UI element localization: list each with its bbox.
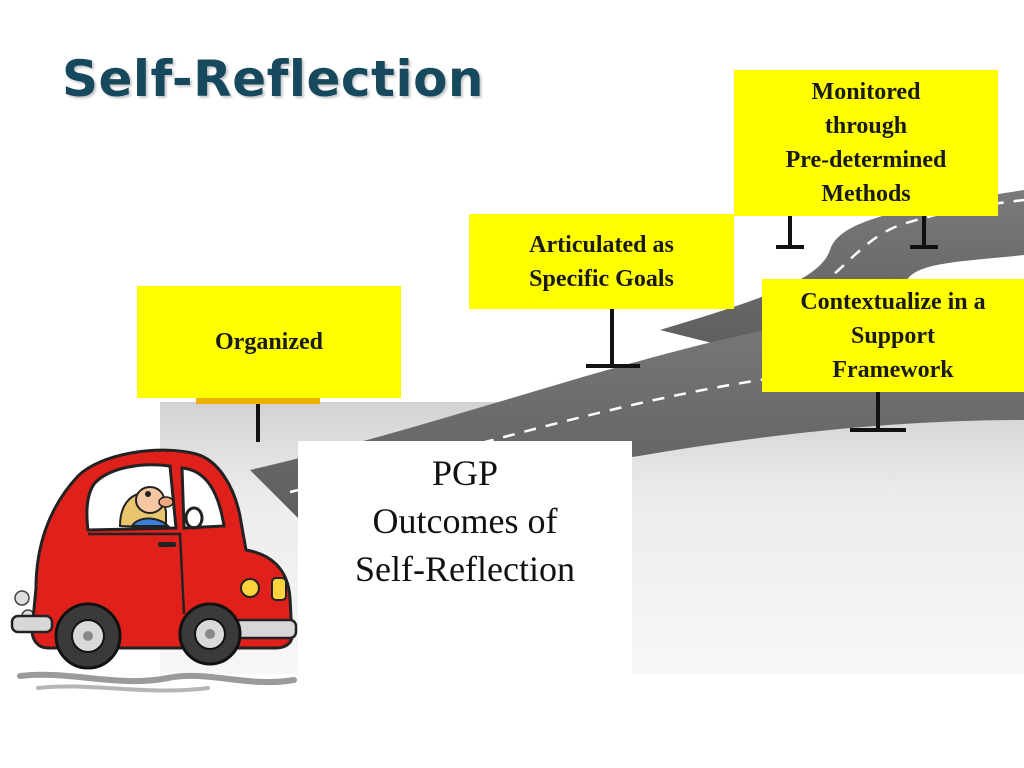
sign-monitored-label: Monitored through Pre-determined Methods <box>785 79 947 207</box>
road-far <box>660 190 1024 350</box>
slide-title: Self-Reflection <box>62 50 485 108</box>
sign-specific-goals: Articulated as Specific Goals <box>469 214 734 309</box>
pgp-line: PGP <box>431 453 499 493</box>
sign-contextualize: Contextualize in a Support Framework <box>762 279 1024 392</box>
sign-posts <box>256 216 938 442</box>
sign-specific-goals-label: Articulated as Specific Goals <box>529 231 674 292</box>
cartoon-car-icon <box>10 448 298 693</box>
sign-organized: Organized <box>137 286 401 398</box>
self-reflection-line: Self-Reflection <box>355 549 575 589</box>
sign-organized-label: Organized <box>215 329 323 355</box>
pgp-outcomes-box: PGP Outcomes of Self-Reflection <box>298 441 632 677</box>
sign-monitored: Monitored through Pre-determined Methods <box>734 70 998 216</box>
outcomes-line: Outcomes of <box>372 501 558 541</box>
sign-contextualize-label: Contextualize in a Support Framework <box>800 288 986 383</box>
